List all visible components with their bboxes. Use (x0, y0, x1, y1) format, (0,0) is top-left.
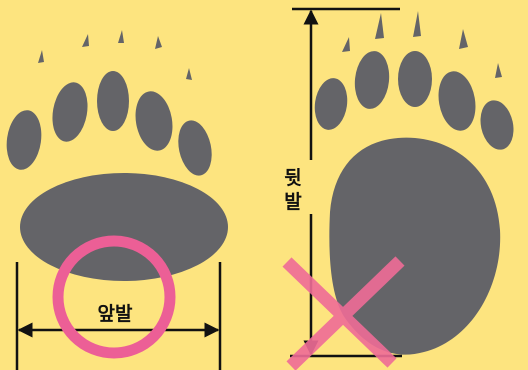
hind-paw-label-line2: 발 (284, 191, 302, 213)
front-toe-pad-5 (174, 117, 217, 178)
hind-toe-pad-5 (476, 97, 518, 153)
front-claw-1 (38, 50, 44, 63)
hind-claw-5 (459, 29, 468, 49)
front-claw-4 (155, 36, 162, 49)
hind-claw-2 (342, 37, 350, 52)
front-paw-label: 앞발 (98, 303, 133, 325)
front-claw-2 (82, 34, 89, 47)
front-toe-pad-2 (48, 80, 92, 145)
hind-claw-3 (375, 13, 384, 39)
front-toe-pad-1 (3, 108, 45, 172)
hind-toe-pad-3 (398, 51, 432, 107)
hind-toe-pad-4 (434, 68, 480, 133)
hind-claw-6 (495, 63, 502, 78)
front-toe-pad-3 (97, 71, 129, 131)
hind-paw-label-line1: 뒷 (284, 167, 301, 189)
front-toe-pad-4 (131, 88, 177, 153)
front-claw-5 (186, 68, 192, 80)
hind-paw-print (312, 11, 518, 355)
hind-toe-pad-2 (352, 49, 392, 110)
hind-claw-4 (413, 11, 421, 37)
front-main-pad (20, 173, 228, 281)
hind-toe-pad-1 (312, 76, 351, 132)
front-claw-3 (118, 30, 124, 43)
